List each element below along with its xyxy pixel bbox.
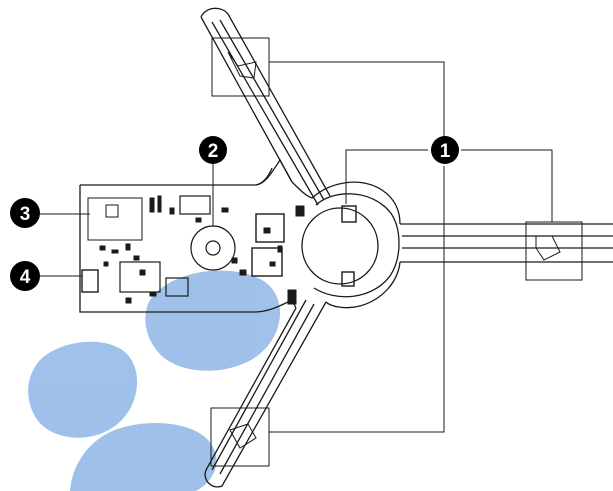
hub-pad-top <box>341 205 357 223</box>
callout-2: 2 <box>199 136 227 164</box>
sensor-box-top <box>211 37 270 97</box>
hub-circle <box>301 207 379 285</box>
leader-1-right <box>461 149 553 222</box>
sensor-right-detail <box>535 235 561 261</box>
chip-cluster-c <box>255 213 285 243</box>
leader-1-hub <box>345 149 428 204</box>
sensor-box-right <box>525 221 583 281</box>
connector-4 <box>81 269 99 293</box>
sensor-box-bottom <box>210 407 270 467</box>
arm-bottom-trace <box>211 299 315 475</box>
leader-1-top <box>269 61 445 140</box>
callout-4: 4 <box>10 261 40 291</box>
arm-right-trace <box>402 235 613 249</box>
callout-1: 1 <box>431 136 459 164</box>
hub-pad-bottom <box>341 271 355 287</box>
arm-top-outline <box>200 7 331 197</box>
callout-3-label: 3 <box>20 204 31 225</box>
chip-g <box>295 205 305 217</box>
sensor-2-outer <box>190 225 236 271</box>
main-board-inner-edge <box>255 167 273 186</box>
callout-4-label: 4 <box>20 267 31 288</box>
callout-2-label: 2 <box>208 141 219 162</box>
arm-bottom-outline <box>204 301 327 488</box>
callout-1-label: 1 <box>440 141 451 162</box>
chip-cluster-d <box>251 247 283 277</box>
watermark-logo <box>28 270 280 491</box>
watermark-shape-bottom <box>70 422 217 491</box>
watermark-shape-left <box>28 341 138 438</box>
sensor-2-inner <box>205 240 221 256</box>
chip-f <box>287 289 297 305</box>
sensor-boxes <box>210 37 583 467</box>
sensor-bottom-detail <box>229 423 257 449</box>
hub-inner-ring <box>313 193 400 298</box>
chip-cluster-b <box>119 261 161 293</box>
module-3-chip <box>105 204 119 218</box>
board-outline <box>79 7 613 488</box>
small-parts <box>99 195 283 304</box>
leader-1-bottom <box>269 166 445 433</box>
sensor-top-detail <box>227 51 257 79</box>
chip-e <box>165 277 189 297</box>
chip-cluster-a <box>179 195 211 215</box>
module-3-block <box>87 197 143 241</box>
callout-3: 3 <box>10 198 40 228</box>
arm-right-outline <box>400 223 613 263</box>
arm-top-trace <box>211 19 325 206</box>
components <box>81 195 357 305</box>
leader-lines <box>40 61 553 433</box>
